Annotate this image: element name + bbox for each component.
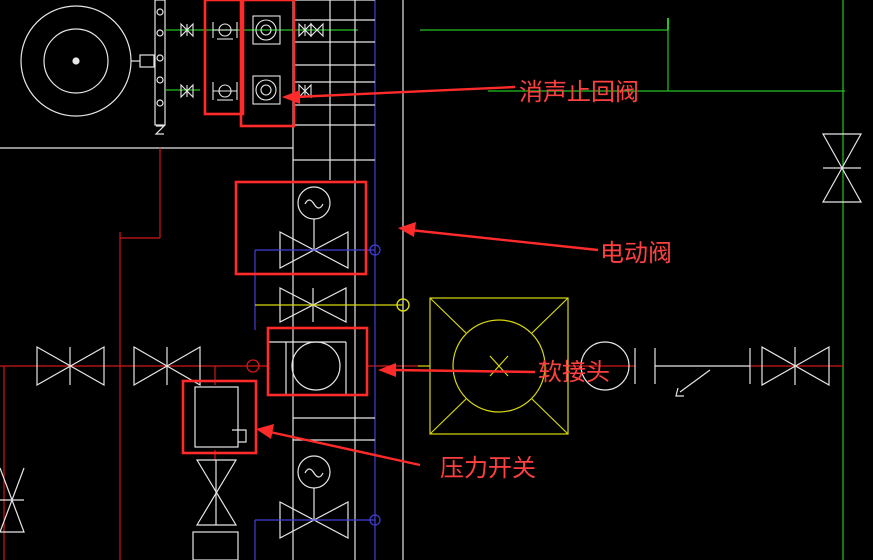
highlight-pressure-switch (181, 379, 258, 455)
butterfly-valve-icon (761, 345, 830, 387)
pressure-switch-icon (192, 386, 247, 560)
highlight-boxes (181, 0, 369, 455)
highlight-pump-pair (239, 0, 296, 128)
butterfly-valve-icon (133, 345, 201, 387)
highlight-flexible-joint (266, 326, 369, 397)
right-valves (580, 133, 863, 397)
top-valve-row-2 (180, 75, 312, 105)
annotation-pressure-switch: 压力开关 (440, 454, 536, 482)
annotation-arrows (256, 85, 599, 467)
butterfly-valve-icon (180, 83, 194, 99)
electric-valve-lower (279, 455, 349, 539)
tank-equipment (0, 0, 293, 149)
highlight-check-valve (203, 0, 245, 116)
blue-branch-upper (254, 244, 381, 330)
highlight-electric-valve (234, 180, 368, 276)
annotation-silencer-check-valve: 消声止回阀 (519, 78, 639, 106)
pump-icon (252, 75, 281, 105)
annotation-flexible-joint: 软接头 (538, 358, 610, 386)
butterfly-valve-middle (255, 287, 403, 323)
left-valves (0, 345, 201, 533)
pump-icon (252, 15, 281, 45)
butterfly-valve-icon (279, 231, 349, 269)
red-node (246, 359, 260, 373)
pipe-node (396, 298, 410, 312)
butterfly-valve-icon (279, 501, 349, 539)
electric-valve-upper (279, 186, 349, 269)
annotation-electric-valve: 电动阀 (600, 239, 672, 267)
check-valve-icon (212, 82, 238, 100)
butterfly-valve-icon (821, 133, 863, 203)
butterfly-valve-icon (36, 345, 105, 387)
butterfly-valve-icon (180, 22, 194, 38)
top-valve-row-1 (180, 15, 324, 45)
blue-branch-lower (254, 514, 381, 560)
check-valve-icon (212, 22, 238, 38)
